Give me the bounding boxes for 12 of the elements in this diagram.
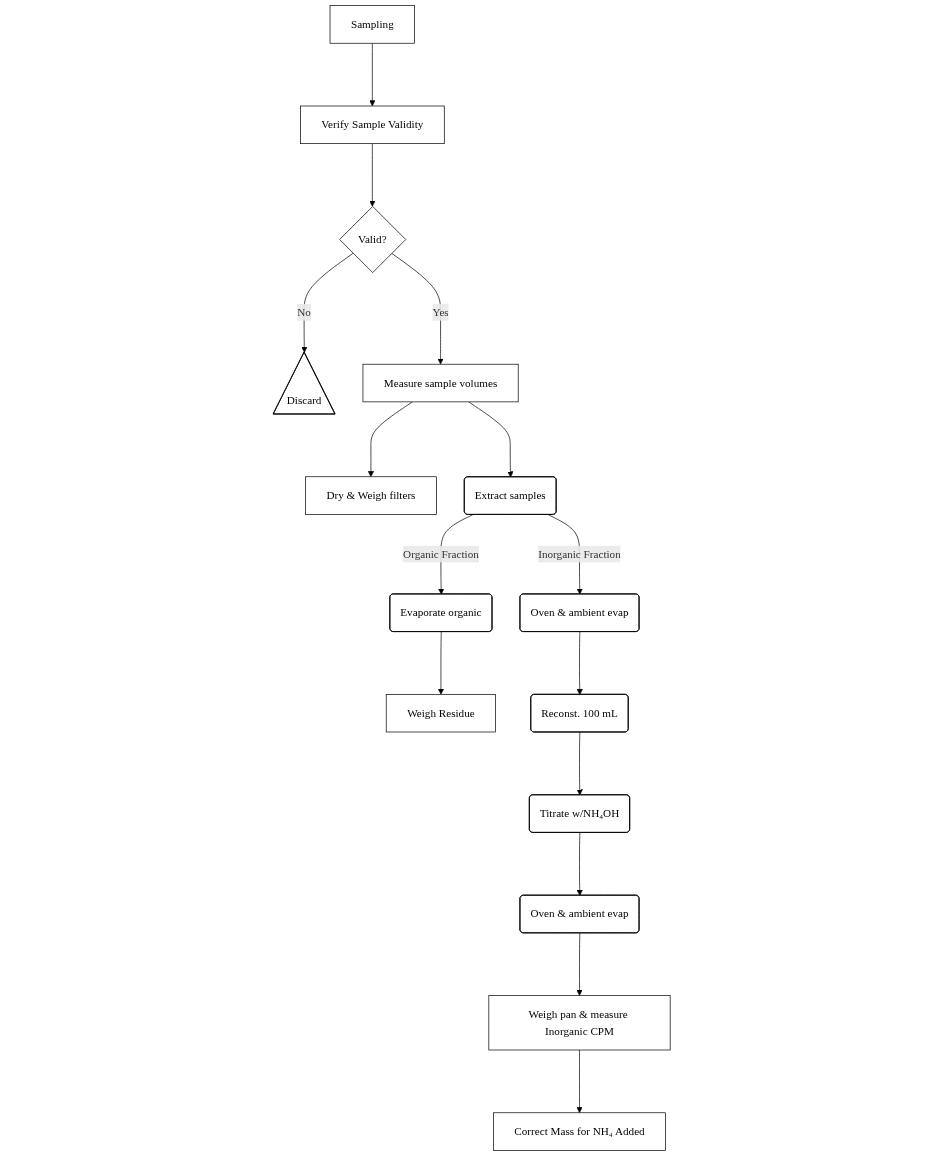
node-box: Correct Mass for NH₄ Added [492, 1112, 666, 1151]
node-box: Weigh Residue [385, 694, 496, 733]
edge-label: Yes [432, 306, 449, 318]
node-box: Measure sample volumes [362, 363, 519, 403]
edge-label: Inorganic Fraction [538, 547, 621, 560]
node-box: Weigh pan & measure Inorganic CPM [488, 995, 671, 1051]
node-box: Dry & Weigh filters [304, 476, 437, 515]
node-box: Sampling [329, 5, 415, 44]
edge-label: No [297, 306, 311, 318]
node-box: Verify Sample Validity [299, 105, 445, 144]
edge-label: Organic Fraction [402, 547, 479, 560]
node-diamond: Valid? [339, 206, 406, 273]
